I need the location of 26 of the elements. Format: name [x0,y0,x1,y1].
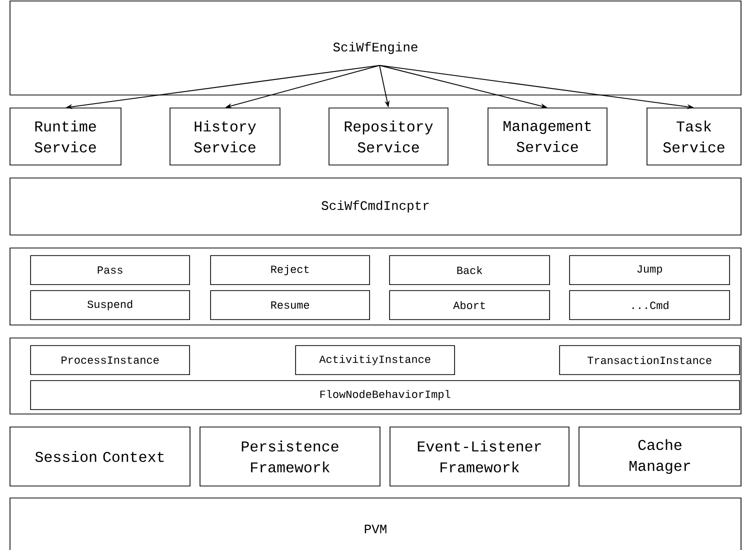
command-panel [10,248,742,326]
layer-box: PVM [10,498,742,550]
layer-box: Cache Manager [578,426,742,486]
instance-box: ActivitiyInstance [295,345,455,375]
layer-box: Session Context [10,426,190,486]
layer-box: Event-Listener Framework [390,426,570,486]
service-box: History Service [170,108,280,166]
instance-box: TransactionInstance [559,345,740,375]
instance-panel [10,338,742,414]
command-box: Jump [569,255,730,285]
behavior-box: FlowNodeBehaviorImpl [30,380,740,410]
service-box: Repository Service [328,108,448,166]
command-box: Pass [30,255,190,285]
service-box: Task Service [646,108,742,166]
command-box: Resume [210,290,370,320]
engine-box: SciWfEngine [10,0,742,96]
instance-box: ProcessInstance [30,345,190,375]
command-box: Back [389,255,550,285]
command-box: Abort [389,290,550,320]
command-box: ...Cmd [569,290,730,320]
layer-box: Persistence Framework [200,426,380,486]
command-box: Suspend [30,290,190,320]
interceptor-box: SciWfCmdIncptr [10,178,742,236]
service-box: Management Service [488,108,608,166]
service-box: Runtime Service [10,108,122,166]
command-box: Reject [210,255,370,285]
